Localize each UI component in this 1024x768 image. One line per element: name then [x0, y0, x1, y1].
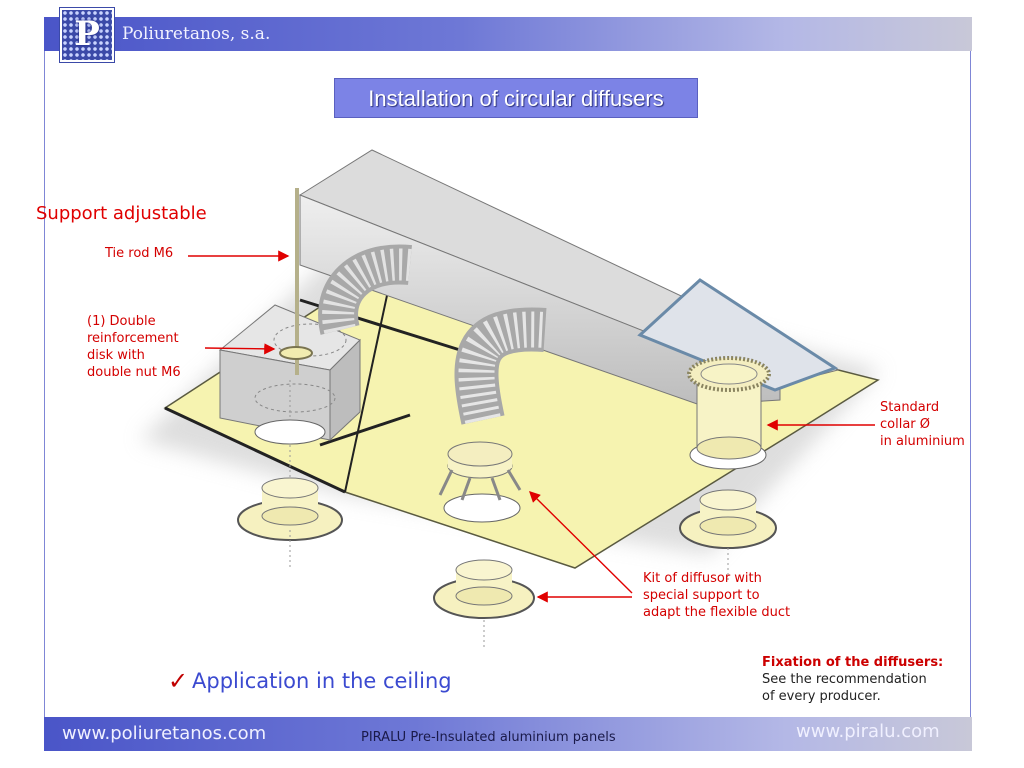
ceiling-rail: [319, 413, 411, 447]
ceiling-hole: [254, 419, 326, 445]
plenum-side: [329, 338, 361, 442]
company-logo: P: [60, 8, 114, 62]
arrow-double-disk: [204, 343, 276, 355]
page-title: Installation of circular diffusers: [334, 78, 698, 118]
footer-right-link[interactable]: www.piralu.com: [796, 721, 940, 742]
reinforcement-disk: [279, 346, 313, 360]
check-icon: ✓: [168, 667, 189, 695]
ceiling-rail: [164, 406, 346, 494]
header-bar: [44, 17, 972, 51]
frame-left-border: [44, 51, 45, 717]
application-text: Application in the ceiling: [192, 669, 452, 693]
footer-center-text: PIRALU Pre-Insulated aluminium panels: [361, 730, 616, 745]
company-name: Poliuretanos, s.a.: [122, 24, 271, 44]
arrow-kit-to-support: [529, 491, 633, 594]
frame-right-border: [970, 51, 971, 717]
label-tie-rod: Tie rod M6: [105, 246, 174, 261]
support-adjustable-heading: Support adjustable: [36, 203, 207, 224]
flexible-duct-left: [318, 244, 412, 335]
flexible-duct-center: [454, 307, 547, 425]
logo-letter: P: [74, 14, 100, 54]
ceiling-hole: [443, 493, 521, 523]
fixation-line-2: of every producer.: [762, 689, 881, 704]
label-standard-collar: Standard collar Ø in aluminium: [880, 400, 965, 449]
label-double-disk: (1) Double reinforcement disk with doubl…: [87, 314, 181, 380]
label-diffuser-kit: Kit of diffusor with special support to …: [643, 571, 791, 620]
fixation-title: Fixation of the diffusers:: [762, 655, 944, 670]
ceiling-rail: [344, 257, 396, 493]
logo-pattern: [62, 10, 112, 60]
fixation-line-1: See the recommendation: [762, 672, 927, 687]
footer-bar: [44, 717, 972, 751]
footer-left-link[interactable]: www.poliuretanos.com: [62, 723, 267, 744]
